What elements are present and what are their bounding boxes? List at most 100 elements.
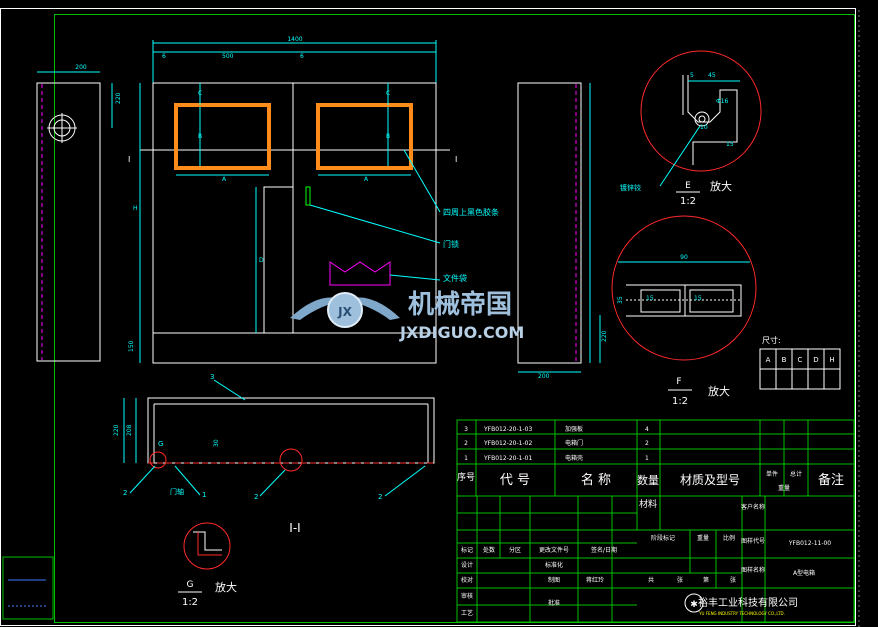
tb-drawing-no: YFB012-11-00 (788, 540, 831, 547)
tb-drawn-by: 蒋红玲 (586, 576, 604, 584)
tb-sheets-1: 共 (648, 576, 654, 584)
detail-e-caption: 放大 (710, 179, 732, 193)
bom-header-weight: 重量 (778, 484, 790, 492)
bom-row-2-no: 2 (464, 440, 468, 447)
leader-lock-label: 门锁 (443, 239, 459, 249)
detail-f-dim-3: 15 (646, 295, 654, 302)
section-dim-2: 208 (126, 424, 133, 436)
tb-company-en: YU FENG INDUSTRY TECHNOLOGY CO.,LTD. (698, 611, 785, 616)
detail-e-dim-4: 10 (700, 124, 708, 131)
section-view: 220 208 30 G 3 2 1 2 2 门轴 I-I (113, 373, 435, 535)
bom-header-code: 代 号 (500, 473, 530, 488)
dim-left-panel: 500 (222, 53, 234, 60)
size-col-h: H (829, 356, 834, 364)
bom-header-note: 备注 (818, 472, 844, 488)
detail-g-scale: 1:2 (182, 597, 198, 608)
dim-height-h: H (133, 205, 138, 212)
tb-drawing-no-label: 图样代号 (741, 537, 765, 545)
bom-table: 3 YFB012-20-1-03 加强板 4 2 YFB012-20-1-02 … (456, 419, 855, 497)
bom-header-qty: 数量 (637, 474, 659, 487)
detail-f-dim-1: 90 (680, 254, 688, 261)
detail-e: 5 45 Φ16 10 15 镀锌铰 E 1:2 放大 (620, 50, 762, 207)
company-logo-icon: ✱ (690, 600, 698, 610)
tb-design: 设计 (461, 561, 473, 569)
dim-window-c-right: C (386, 90, 390, 97)
detail-f-dim-2: 35 (617, 296, 624, 304)
tb-change-col-2: 处数 (483, 546, 495, 554)
window-left (174, 103, 271, 170)
section-balloon-4: 2 (254, 493, 258, 501)
dim-bottom: 150 (128, 340, 135, 352)
tb-drawing-name: A型电箱 (793, 569, 815, 577)
detail-f-caption: 放大 (708, 384, 730, 398)
detail-e-scale: 1:2 (680, 196, 696, 207)
tb-check: 校对 (461, 576, 473, 584)
tb-customer: 客户名称 (741, 503, 765, 511)
left-side-width-dim: 200 (75, 64, 87, 71)
tb-weight: 重量 (697, 534, 709, 542)
size-col-d: D (813, 356, 818, 364)
detail-e-letter: E (685, 181, 691, 191)
tb-drawn: 制图 (548, 576, 560, 584)
bom-row-3-name: 电箱壳 (565, 454, 583, 462)
bom-header-no: 序号 (457, 471, 475, 483)
bom-header-unit: 单件 (766, 470, 778, 478)
watermark-brand-cn: 机械帝国 (408, 289, 512, 320)
bom-row-1-name: 加强板 (565, 425, 583, 433)
detail-g: G 1:2 放大 (178, 522, 237, 608)
bom-header-name: 名 称 (581, 472, 611, 488)
detail-e-dim-5: 15 (726, 141, 734, 148)
section-title: I-I (289, 521, 300, 535)
bom-row-2-code: YFB012-20-1-02 (483, 440, 532, 447)
section-g-mark: G (158, 440, 163, 448)
section-part-label: 门轴 (170, 487, 184, 496)
dim-window-a-left: A (222, 176, 227, 183)
detail-g-caption: 放大 (215, 580, 237, 594)
tb-change-col-4: 更改文件号 (539, 546, 569, 554)
title-block: 材料 客户名称 标记 处数 分区 更改文件号 签名/日期 阶段标记 重量 比例 … (456, 495, 855, 623)
section-dim-1: 220 (113, 424, 120, 436)
tb-scale: 比例 (723, 534, 735, 542)
section-mark-right: I (455, 155, 457, 164)
bom-row-1-qty: 4 (645, 426, 649, 433)
tb-review: 审核 (461, 592, 473, 600)
watermark-brand-en: JXDIGUO.COM (399, 323, 524, 342)
detail-f: 90 35 15 15 F 1:2 放大 (611, 215, 757, 407)
size-table-label: 尺寸: (762, 335, 781, 345)
bom-row-3-code: YFB012-20-1-01 (483, 455, 532, 462)
dim-total-width: 1400 (287, 36, 302, 43)
leader-gasket-label: 四周上黑色胶条 (443, 207, 499, 217)
detail-g-letter: G (187, 580, 194, 590)
watermark-logo: JX 机械帝国 JXDIGUO.COM (290, 289, 524, 342)
bom-row-3-qty: 1 (645, 455, 649, 462)
detail-f-dim-4: 15 (694, 295, 702, 302)
dim-left-offset: 6 (162, 53, 166, 60)
detail-e-dim-2: 45 (708, 72, 716, 79)
tb-sheets-3: 第 (703, 576, 709, 584)
right-side-height-dim: 220 (601, 330, 608, 342)
sheet-outer-border (0, 8, 856, 626)
detail-e-part-label: 镀锌铰 (620, 183, 641, 192)
bom-row-2-name: 电箱门 (565, 439, 583, 447)
section-balloon-2: 2 (123, 489, 127, 497)
left-side-height-dim: 220 (115, 92, 122, 104)
dim-window-a-right: A (364, 176, 369, 183)
bom-header-total: 总计 (790, 470, 802, 478)
dim-right-offset: 6 (300, 53, 304, 60)
front-view: 1400 6 500 6 I I A A C C B B H 150 (128, 36, 499, 364)
left-margin-legend (2, 556, 54, 620)
section-balloon-3: 1 (202, 491, 206, 499)
left-side-view: 200 220 (36, 64, 122, 362)
section-balloon-1: 3 (210, 373, 214, 381)
dim-door-d: D (259, 257, 264, 264)
bom-row-2-qty: 2 (645, 440, 649, 447)
tb-craft: 工艺 (461, 609, 473, 617)
bom-row-1-code: YFB012-20-1-03 (483, 426, 532, 433)
tb-approve: 批准 (548, 599, 560, 607)
tb-change-col-3: 分区 (509, 546, 521, 554)
bom-row-1-no: 3 (464, 426, 468, 433)
detail-e-dim-3: Φ16 (716, 98, 729, 105)
tb-material-1: 材料 (639, 498, 657, 510)
